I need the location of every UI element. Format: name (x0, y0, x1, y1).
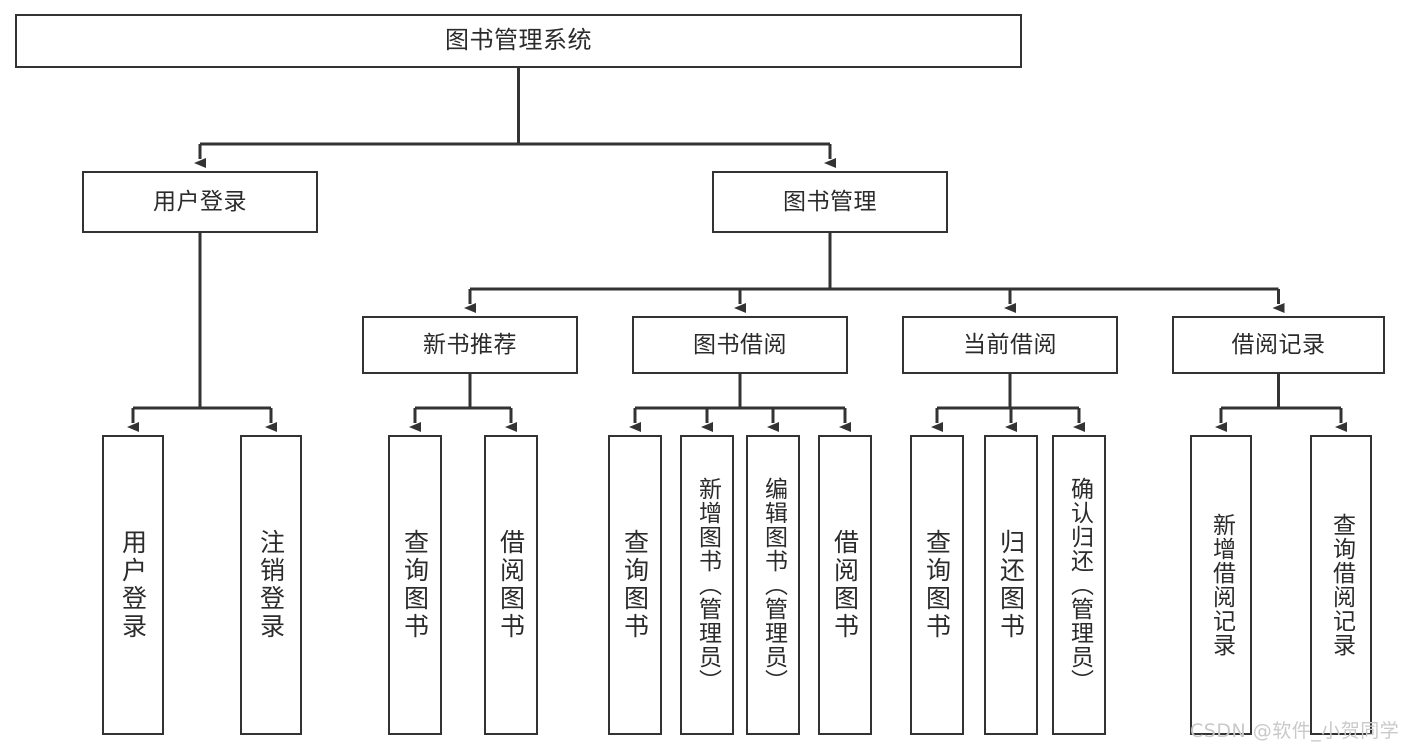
node-label: 查询图书 (922, 529, 952, 641)
node-label: 查询图书 (620, 529, 650, 641)
node-label: 编辑图书（管理员） (760, 477, 787, 693)
node-l-q3[interactable]: 查询图书 (910, 435, 964, 735)
node-l-q1[interactable]: 查询图书 (388, 435, 442, 735)
node-l-q2[interactable]: 查询图书 (608, 435, 662, 735)
node-label: 图书管理 (783, 188, 877, 215)
node-l-b2[interactable]: 借阅图书 (818, 435, 872, 735)
node-l-add[interactable]: 新增图书（管理员） (680, 435, 734, 735)
node-n-record[interactable]: 借阅记录 (1172, 316, 1385, 374)
node-label: 查询图书 (400, 529, 430, 641)
node-label: 图书借阅 (693, 331, 787, 358)
node-label: 借阅图书 (496, 529, 526, 641)
csdn-watermark: CSDN @软件_小贺同学 (1190, 720, 1400, 742)
node-l-b1[interactable]: 借阅图书 (484, 435, 538, 735)
node-n-borrow[interactable]: 图书借阅 (632, 316, 848, 374)
node-label: 借阅图书 (830, 529, 860, 641)
node-label: 当前借阅 (963, 331, 1057, 358)
node-label: 借阅记录 (1231, 331, 1326, 358)
node-label: 图书管理系统 (445, 26, 592, 55)
node-label: 用户登录 (118, 529, 148, 641)
node-root[interactable]: 图书管理系统 (15, 14, 1022, 68)
node-l-confirm[interactable]: 确认归还（管理员） (1052, 435, 1106, 735)
node-l-logout[interactable]: 注销登录 (240, 435, 302, 735)
node-label: 新书推荐 (423, 331, 517, 358)
node-label: 新增借阅记录 (1208, 513, 1235, 657)
node-l-userlogin[interactable]: 用户登录 (102, 435, 164, 735)
node-label: 用户登录 (153, 188, 247, 215)
node-n-login[interactable]: 用户登录 (82, 171, 318, 233)
node-n-newbook[interactable]: 新书推荐 (362, 316, 578, 374)
node-l-qrec[interactable]: 查询借阅记录 (1310, 435, 1372, 735)
node-label: 新增图书（管理员） (694, 477, 721, 693)
node-label: 查询借阅记录 (1328, 513, 1355, 657)
node-label: 确认归还（管理员） (1066, 477, 1093, 693)
node-n-bookmgmt[interactable]: 图书管理 (712, 171, 948, 233)
node-n-current[interactable]: 当前借阅 (902, 316, 1118, 374)
node-l-edit[interactable]: 编辑图书（管理员） (746, 435, 800, 735)
node-label: 注销登录 (256, 529, 286, 641)
node-l-return[interactable]: 归还图书 (984, 435, 1038, 735)
node-label: 归还图书 (996, 529, 1026, 641)
node-l-addrec[interactable]: 新增借阅记录 (1190, 435, 1252, 735)
